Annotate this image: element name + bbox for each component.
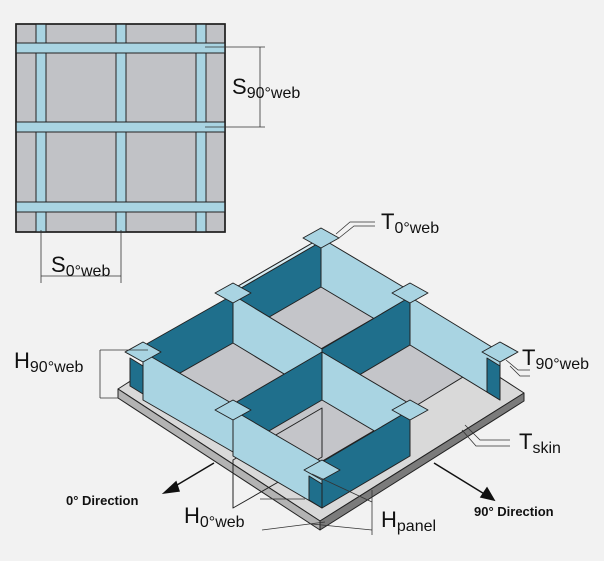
label-h-panel: Hpanel [381,507,436,535]
web-dark [232,407,323,509]
label-t0-web: T0°web [381,209,439,237]
web-end-cap [391,399,429,421]
web-edge [129,357,144,395]
label-h90-web: H90°web [14,348,84,376]
s0-dimension-line [40,230,122,283]
web-end-cap [481,341,519,363]
label-0-direction: 0° Direction [66,493,138,508]
label-t-skin: Tskin [519,429,561,457]
direction-arrows [161,462,496,502]
arrow-head-0deg [161,480,180,495]
label-s90-web: S90°web [232,74,300,102]
leader-lines [99,221,530,535]
arrow-head-90deg [479,486,496,502]
skin-side-right [319,392,525,531]
web-end-cap [214,282,252,304]
label-90-direction: 90° Direction [474,504,554,519]
web-end-cap [391,282,429,304]
web-end-cap [124,341,162,363]
web-edge [308,475,323,509]
web-end-cap [303,459,341,481]
label-h0-web: H0°web [184,503,245,531]
isometric-panel [117,227,525,531]
label-s0-web: S0°web [51,252,110,280]
s90-dimension-line [205,46,265,128]
web-end-cap [214,399,252,421]
web-edge [486,357,501,401]
plan-view [15,23,265,283]
label-t90-web: T90°web [522,345,589,373]
